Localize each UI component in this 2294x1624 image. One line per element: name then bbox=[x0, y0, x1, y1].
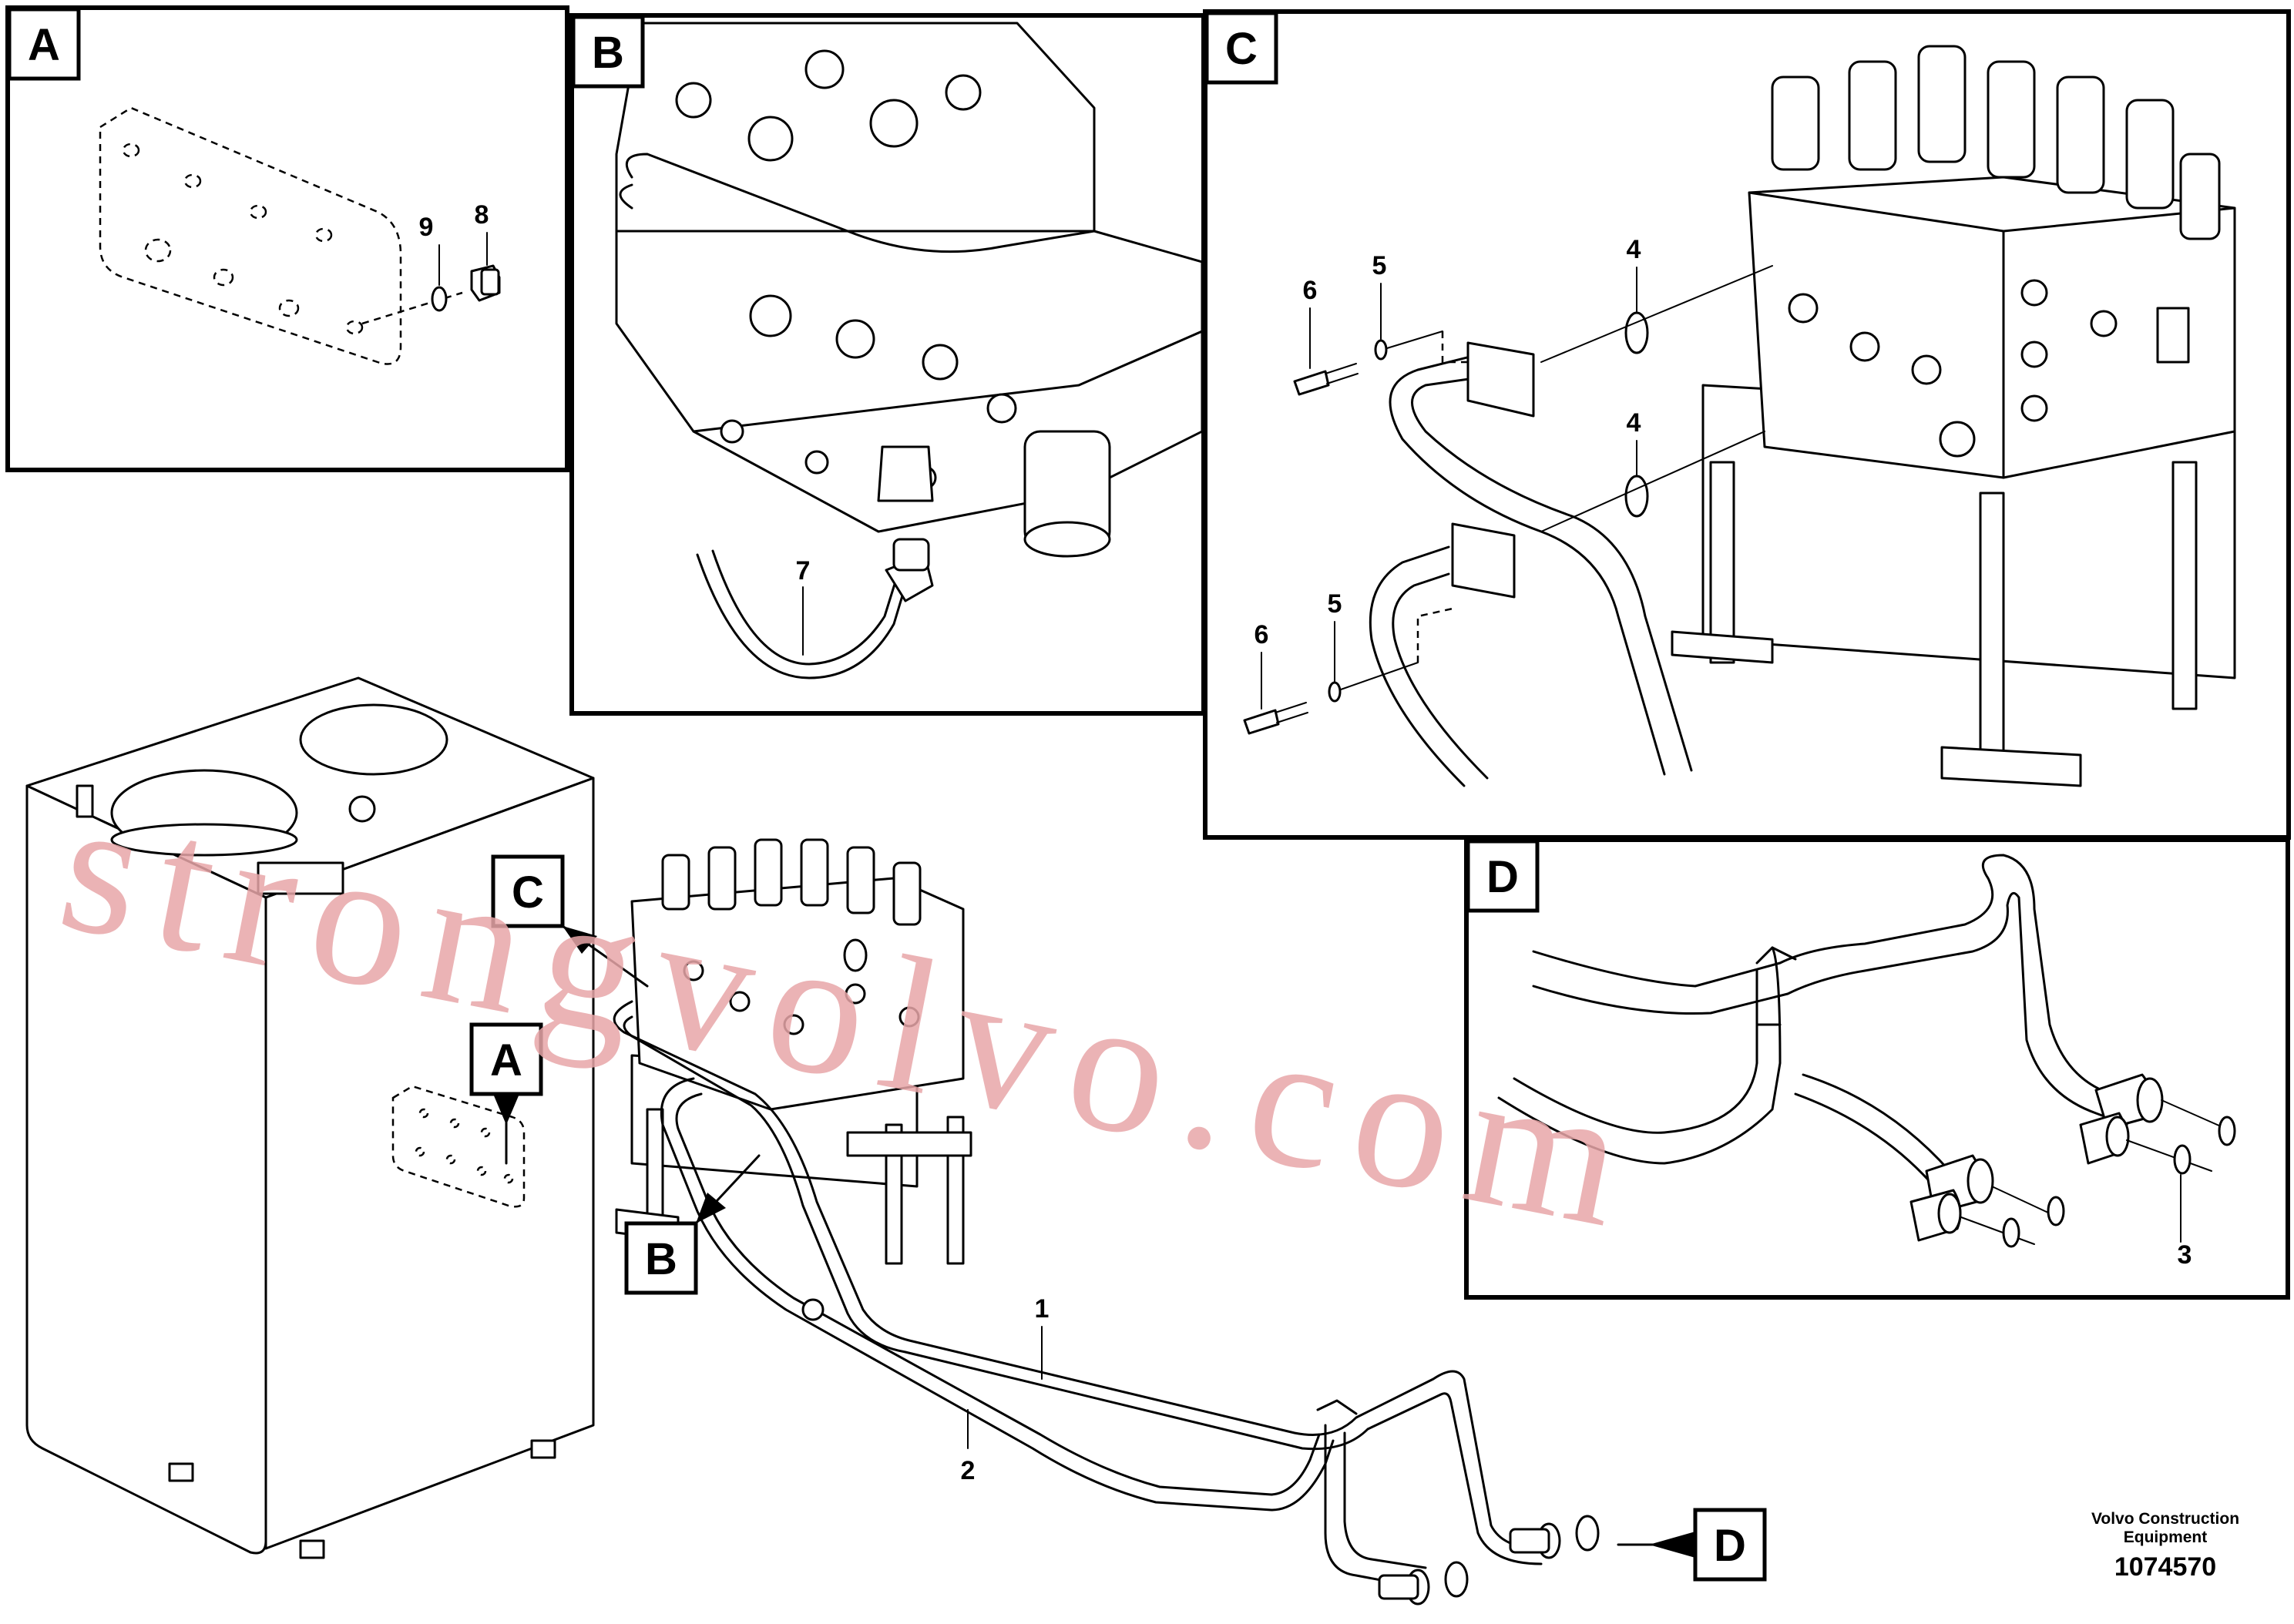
leader-screw-upper-hidden bbox=[1441, 331, 1468, 364]
pipe-2-outer bbox=[660, 1077, 1335, 1512]
callout-b-label: B bbox=[645, 1234, 677, 1284]
leader-d-fit-4 bbox=[1960, 1216, 2035, 1245]
pipe-d-lower-outer bbox=[1497, 946, 1782, 1165]
callout-a-box bbox=[469, 1022, 543, 1096]
item-number-4-upper: 4 bbox=[1627, 235, 1641, 264]
cover-plate-outline bbox=[99, 106, 402, 365]
main-assembly: 1 2 C A B D bbox=[25, 676, 1767, 1606]
o-ring-3c bbox=[2047, 1196, 2065, 1226]
o-ring-3d bbox=[2002, 1217, 2020, 1248]
hose-7-nut bbox=[892, 538, 930, 572]
flange-lower bbox=[1451, 522, 1516, 599]
pipe-2-inner bbox=[675, 1092, 1321, 1496]
panel-b-label: B bbox=[592, 28, 624, 78]
leader-screw-lower-hidden bbox=[1416, 607, 1453, 663]
leader-d-fit-3 bbox=[1991, 1186, 2050, 1214]
item-number-1: 1 bbox=[1035, 1294, 1050, 1324]
pipe-upper-outer bbox=[1389, 353, 1666, 776]
callout-b-box bbox=[624, 1221, 698, 1295]
pipe-d-lower-inner bbox=[1513, 969, 1758, 1134]
panel-c-label-box bbox=[1204, 11, 1278, 85]
drawing-number: 1074570 bbox=[2114, 1552, 2216, 1582]
item-number-9: 9 bbox=[419, 213, 434, 242]
callout-d-box bbox=[1693, 1508, 1767, 1582]
screw-6-upper bbox=[1293, 363, 1359, 396]
tank-plate-holes bbox=[415, 1108, 514, 1184]
hydraulic-tank bbox=[25, 676, 595, 1559]
item-number-6-lower: 6 bbox=[1254, 620, 1269, 649]
item-number-4-lower: 4 bbox=[1627, 408, 1641, 438]
panel-b-label-box bbox=[571, 15, 645, 89]
callout-c-arrow bbox=[563, 926, 597, 954]
detail-panel-b: 7 B bbox=[569, 13, 1206, 716]
detail-panel-d: 3 D bbox=[1464, 837, 2290, 1300]
panel-a-frame bbox=[5, 5, 569, 472]
o-ring-3b bbox=[2173, 1144, 2192, 1175]
pipe-clamp bbox=[801, 1298, 825, 1321]
pipe-d-branch bbox=[1802, 1073, 1974, 1203]
o-ring-9 bbox=[431, 286, 448, 312]
publisher-credit: Volvo Construction Equipment 1074570 bbox=[2091, 1510, 2239, 1582]
o-ring-4-lower bbox=[1624, 475, 1649, 518]
pipe-lower-outer bbox=[1369, 545, 1466, 787]
main-hose-fittings bbox=[1378, 1515, 1600, 1606]
pipe-lower-inner bbox=[1392, 572, 1489, 780]
panel-d-label-box bbox=[1466, 839, 1540, 913]
callout-b-arrow bbox=[696, 1193, 726, 1223]
screw-6-lower bbox=[1243, 702, 1308, 735]
o-ring-3a bbox=[2218, 1116, 2236, 1146]
plug-8 bbox=[470, 264, 501, 302]
hose-fittings-d bbox=[1909, 1073, 2164, 1242]
pipe-1-inner bbox=[623, 1015, 1543, 1565]
pipe-branch-lower bbox=[1324, 1424, 1427, 1589]
valve-block-closeup bbox=[615, 22, 1201, 558]
pipe-d-upper-outer bbox=[1532, 854, 2144, 1107]
callout-d-arrow bbox=[1649, 1532, 1695, 1558]
item-number-7: 7 bbox=[796, 556, 811, 586]
item-number-8: 8 bbox=[475, 200, 489, 230]
plate-holes bbox=[122, 143, 364, 335]
pipe-1-outer bbox=[613, 1000, 1543, 1550]
hose-7-inner bbox=[711, 549, 897, 666]
pipe-d-branch-inner bbox=[1794, 1092, 1936, 1188]
hose-7 bbox=[696, 553, 907, 679]
callout-c-label: C bbox=[512, 867, 544, 918]
leader-flange-lower bbox=[1540, 431, 1765, 532]
callout-d-label: D bbox=[1714, 1521, 1746, 1571]
main-control-valve bbox=[615, 838, 972, 1265]
panel-a-label: A bbox=[28, 20, 60, 70]
leader-screw-upper bbox=[1386, 331, 1443, 349]
pipe-d-upper-inner bbox=[1532, 891, 2128, 1126]
callout-a-label: A bbox=[490, 1035, 522, 1085]
credit-line-2: Equipment bbox=[2124, 1528, 2208, 1546]
leader-screw-lower bbox=[1340, 662, 1419, 690]
item-number-5-lower: 5 bbox=[1328, 589, 1342, 619]
control-valve-assembly bbox=[1671, 45, 2236, 787]
item-number-6-upper: 6 bbox=[1303, 276, 1318, 305]
panel-a-label-box bbox=[7, 7, 81, 81]
item-number-2: 2 bbox=[961, 1456, 976, 1485]
item-number-5-upper: 5 bbox=[1372, 251, 1387, 280]
washer-5-lower bbox=[1328, 681, 1342, 703]
washer-5-upper bbox=[1374, 339, 1388, 361]
detail-panel-a: 9 8 A bbox=[5, 5, 569, 472]
callout-c-box bbox=[491, 854, 565, 928]
leader-flange-upper bbox=[1540, 265, 1773, 363]
panel-d-frame bbox=[1464, 837, 2290, 1300]
panel-c-label: C bbox=[1225, 24, 1258, 74]
flange-upper bbox=[1466, 341, 1535, 418]
pipe-tee bbox=[1316, 1399, 1358, 1415]
credit-line-1: Volvo Construction bbox=[2091, 1510, 2239, 1528]
pipe-upper-inner bbox=[1411, 376, 1693, 772]
tee-d bbox=[1755, 946, 1797, 1026]
detail-panel-c: 4 4 6 5 6 5 C bbox=[1203, 9, 2291, 840]
item-number-3: 3 bbox=[2178, 1240, 2192, 1270]
panel-d-label: D bbox=[1486, 852, 1519, 902]
callout-a-arrow bbox=[493, 1094, 519, 1125]
leader-d-fit-2 bbox=[2126, 1139, 2212, 1172]
